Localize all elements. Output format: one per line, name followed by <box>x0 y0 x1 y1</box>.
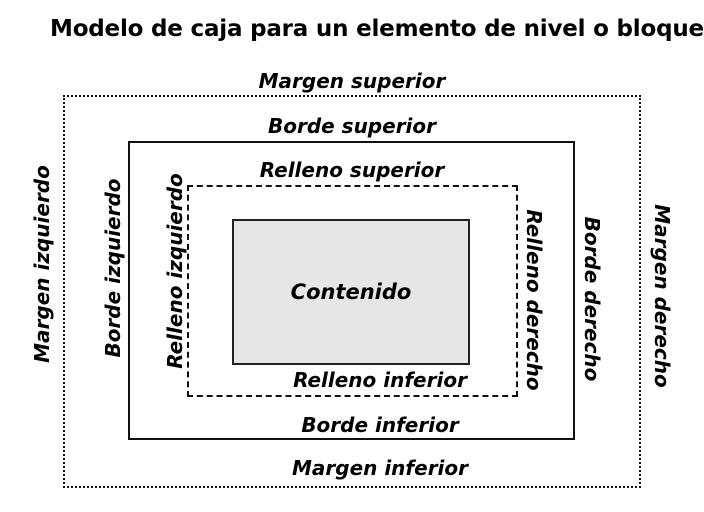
label-border-bottom: Borde inferior <box>301 413 459 437</box>
label-border-top: Borde superior <box>267 114 437 138</box>
padding-box <box>187 185 518 397</box>
label-padding-top: Relleno superior <box>259 158 445 182</box>
label-margin-right: Margen derecho <box>650 204 674 388</box>
label-margin-bottom: Margen inferior <box>291 456 469 480</box>
margin-box <box>63 95 641 488</box>
border-box <box>128 141 575 440</box>
page-title: Modelo de caja para un elemento de nivel… <box>50 16 704 42</box>
label-margin-top: Margen superior <box>258 69 446 93</box>
content-box <box>232 219 470 365</box>
label-padding-right: Relleno derecho <box>522 209 546 391</box>
label-padding-bottom: Relleno inferior <box>293 368 467 392</box>
label-border-left: Borde izquierdo <box>101 178 125 358</box>
label-padding-left: Relleno izquierdo <box>163 173 187 369</box>
label-margin-left: Margen izquierdo <box>30 165 54 363</box>
label-border-right: Borde derecho <box>580 216 604 382</box>
